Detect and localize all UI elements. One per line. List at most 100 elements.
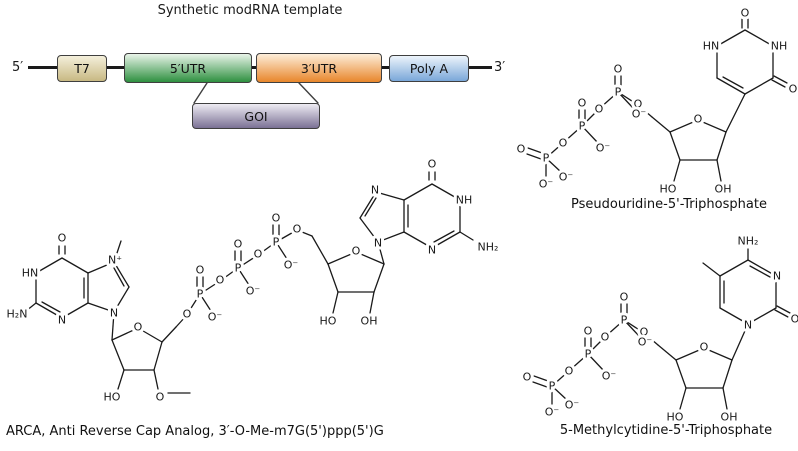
atom-label: O <box>791 313 798 326</box>
bond <box>111 311 115 341</box>
bond <box>41 301 61 313</box>
atom-label: O <box>614 63 623 76</box>
atom-label: O <box>694 113 703 126</box>
bond <box>716 131 727 161</box>
template-box-label: 3′UTR <box>300 60 338 76</box>
bond <box>643 332 659 346</box>
bond <box>237 254 259 269</box>
bond <box>275 241 288 260</box>
bond <box>61 257 89 274</box>
bond <box>725 93 746 133</box>
bond <box>679 387 687 410</box>
bond <box>527 147 543 154</box>
bond <box>364 197 377 217</box>
bond <box>257 241 277 256</box>
bond <box>375 191 405 201</box>
bond <box>35 302 63 319</box>
bond <box>697 119 727 133</box>
atom-label: O <box>578 97 587 110</box>
atom-label: P <box>273 236 280 249</box>
atom-label: O <box>234 238 243 251</box>
atom-label: N <box>744 319 752 332</box>
atom-label: P <box>197 288 204 301</box>
atom-label: HO <box>320 315 337 328</box>
bond <box>673 159 681 182</box>
atom-label: N⁺ <box>108 254 122 267</box>
bond <box>551 369 571 387</box>
bond <box>296 229 313 237</box>
atom-label: O <box>559 137 568 150</box>
atom-label: O⁻ <box>545 406 560 419</box>
bond <box>716 77 746 95</box>
atom-label: O <box>565 365 574 378</box>
atom-label: O⁻ <box>559 171 574 184</box>
atom-label: P <box>579 120 586 133</box>
bond <box>219 267 239 282</box>
bond <box>526 153 542 160</box>
bond <box>117 369 125 390</box>
atom-label: P <box>615 86 622 99</box>
atom-label: O⁻ <box>638 336 653 349</box>
bond <box>716 29 746 47</box>
bond <box>199 293 212 312</box>
atom-label: N <box>773 270 781 283</box>
atom-label: P <box>235 262 242 275</box>
atom-label: O <box>789 83 798 96</box>
atom-label: P <box>585 348 592 361</box>
atom-label: O <box>196 264 205 277</box>
atom-label: HN <box>22 267 39 280</box>
bond <box>776 305 791 314</box>
bond <box>533 375 549 382</box>
atom-label: HO <box>104 391 121 404</box>
bond <box>35 257 63 274</box>
atom-label: NH <box>771 40 788 53</box>
atom-label: NH₂ <box>738 235 759 248</box>
bond <box>587 335 607 355</box>
bond <box>722 76 744 89</box>
bond <box>431 183 461 201</box>
atom-label: O <box>601 331 610 344</box>
template-box-5utr: 5′UTR <box>124 53 252 83</box>
bond <box>359 191 377 219</box>
bond <box>617 91 639 106</box>
template-box-t7: T7 <box>57 55 107 82</box>
bond <box>669 131 681 161</box>
template-box-goi: GOI <box>192 103 320 129</box>
three-prime-end-label: 3′ <box>494 60 506 75</box>
bond <box>327 251 357 265</box>
atom-label: O <box>517 143 526 156</box>
bond <box>275 229 298 243</box>
bond <box>771 79 786 88</box>
atom-label: O⁻ <box>208 311 223 324</box>
atom-label: O <box>634 98 643 111</box>
atom-label: N <box>58 314 66 327</box>
bond <box>87 302 115 313</box>
atom-label: OH <box>721 411 738 424</box>
caption-5-methylcytidine: 5-Methylcytidine-5'-Triphosphate <box>559 423 773 438</box>
bond <box>722 359 733 389</box>
bond <box>153 369 159 390</box>
bond <box>377 241 385 265</box>
atom-label: O⁻ <box>284 259 299 272</box>
bond <box>719 307 749 325</box>
bond <box>637 104 653 118</box>
bond <box>722 387 728 410</box>
atom-label: O <box>428 158 437 171</box>
bond <box>569 353 589 371</box>
bond <box>153 341 163 371</box>
atom-label: N <box>374 237 382 250</box>
bond <box>113 267 125 287</box>
bond <box>773 75 788 84</box>
bond <box>623 319 645 334</box>
bond <box>657 344 677 361</box>
bond <box>675 347 705 361</box>
bond <box>433 230 455 243</box>
bond <box>747 307 777 325</box>
atom-label: N <box>371 184 379 197</box>
atom-label: O <box>352 245 361 258</box>
bond <box>61 302 89 319</box>
atom-label: O <box>741 7 750 20</box>
atom-label: O⁻ <box>565 399 580 412</box>
